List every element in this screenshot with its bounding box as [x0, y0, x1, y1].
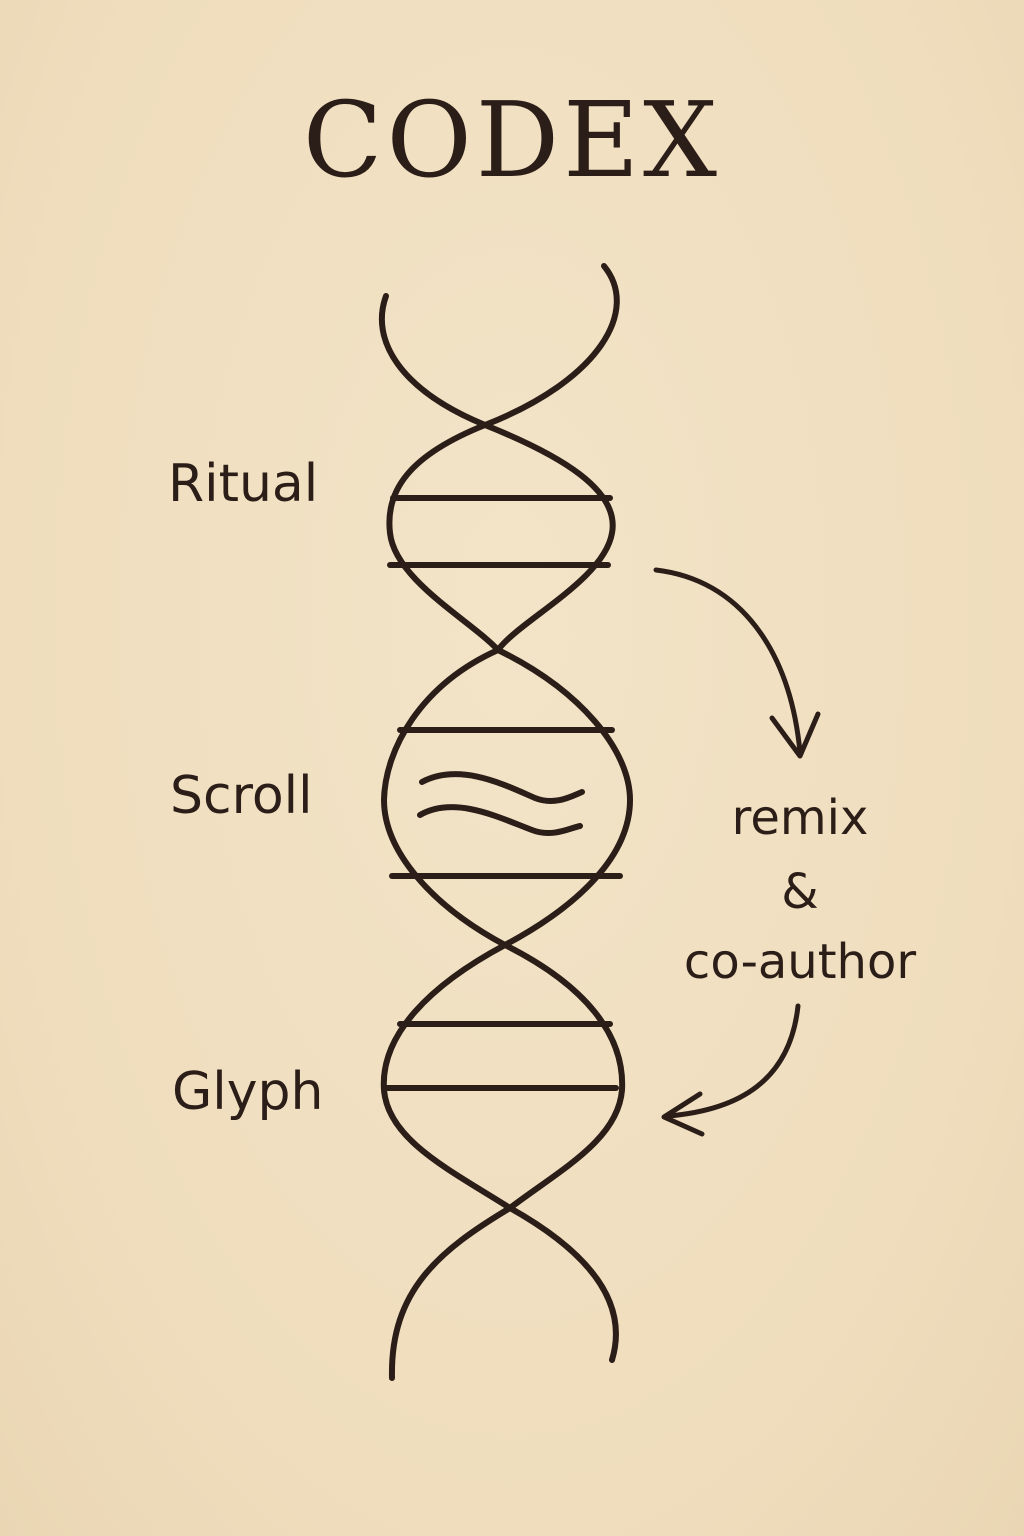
- annotation-co-author: co-author: [683, 934, 917, 990]
- helix-strand-a: [378, 293, 626, 1381]
- label-ritual: Ritual: [168, 454, 319, 514]
- scroll-waves-icon: [417, 771, 585, 837]
- annotation-remix: remix: [731, 790, 869, 846]
- label-scroll: Scroll: [170, 766, 313, 826]
- helix-strand-b: [380, 263, 633, 1363]
- page-title: CODEX: [302, 79, 722, 201]
- curved-arrow-left-icon: [661, 1003, 801, 1137]
- label-glyph: Glyph: [172, 1062, 324, 1122]
- annotation-ampersand: &: [781, 864, 819, 920]
- curved-arrow-down-icon: [653, 567, 821, 759]
